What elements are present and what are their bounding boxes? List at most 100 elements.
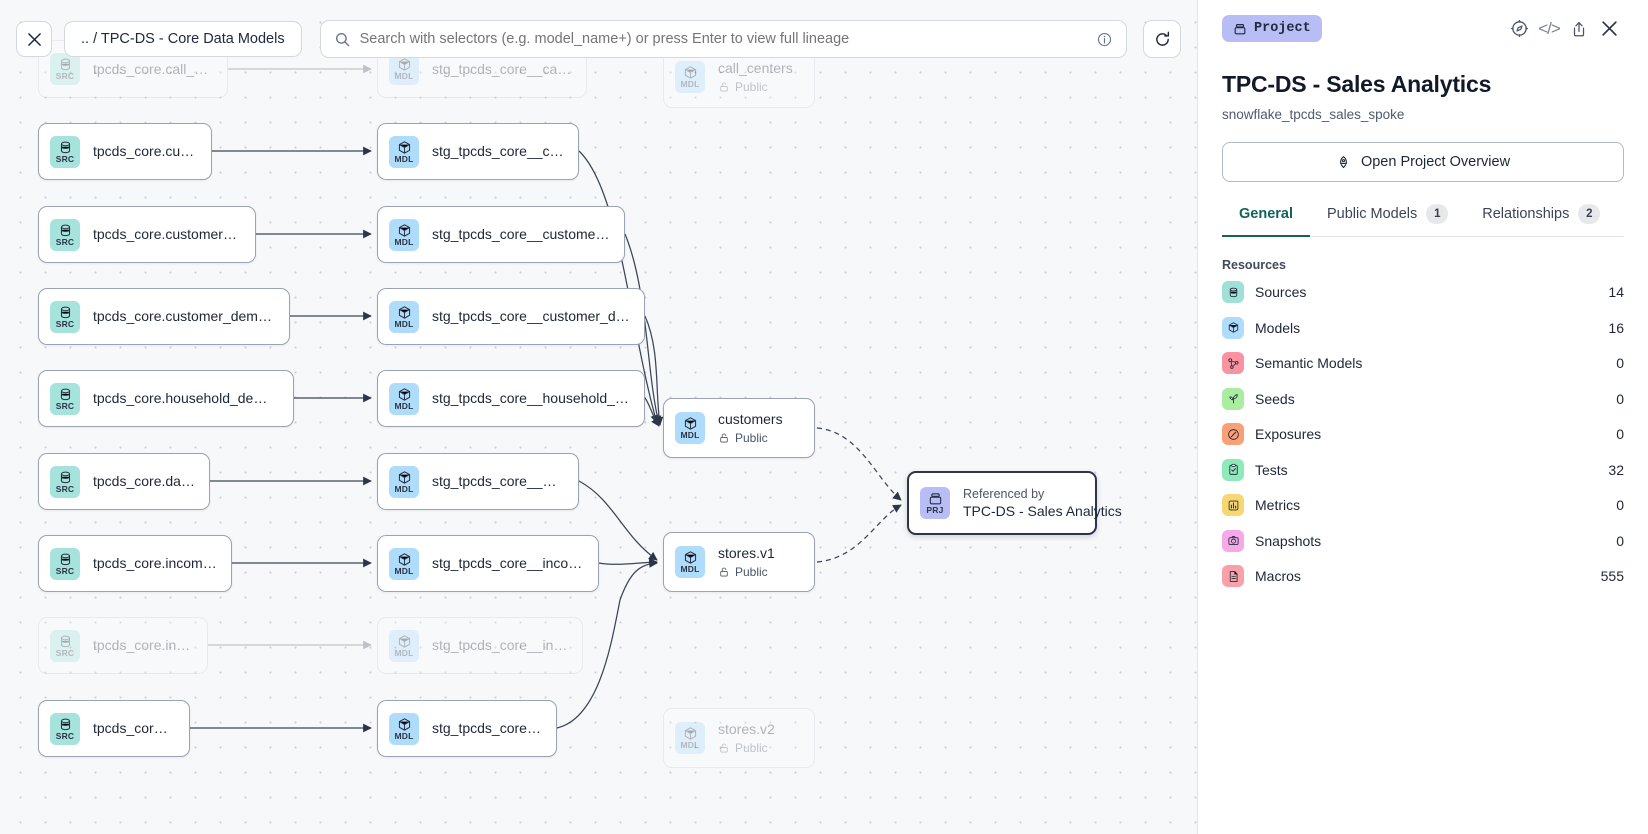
lineage-canvas[interactable]: SRCtpcds_core.call_centerSRCtpcds_core.c…	[0, 0, 1197, 834]
search-field[interactable]	[319, 20, 1127, 58]
resource-label: Models	[1255, 319, 1301, 336]
node-access: Public	[718, 431, 783, 445]
rocket-icon	[1340, 155, 1347, 168]
search-input[interactable]	[359, 31, 1087, 47]
node-label: stores.v1	[718, 545, 775, 561]
node-access-label: Public	[735, 80, 768, 94]
mdl-badge-icon: MDL	[675, 412, 705, 444]
camera-icon	[1222, 529, 1244, 552]
cube-icon	[1222, 316, 1244, 339]
close-panel-button[interactable]	[1594, 14, 1624, 44]
panel-header: Project </>	[1222, 0, 1624, 57]
src-badge-icon: SRC	[50, 135, 80, 168]
node-label: tpcds_core.inventory	[93, 637, 193, 653]
graph-node-src_store[interactable]: SRC tpcds_core.store	[38, 700, 190, 757]
graph-node-mdl_cust_demo[interactable]: MDL stg_tpcds_core__customer_demogra…	[377, 288, 645, 345]
page-subtitle: snowflake_tpcds_sales_spoke	[1222, 107, 1405, 122]
node-label: tpcds_core.call_center	[93, 60, 213, 77]
node-label: stg_tpcds_core__store	[432, 720, 542, 736]
details-panel: Project </>	[1197, 0, 1648, 834]
database-icon	[1222, 281, 1244, 304]
mdl-badge-icon: MDL	[675, 722, 705, 754]
close-lineage-button[interactable]	[16, 21, 52, 57]
node-label: tpcds_core.store	[93, 720, 175, 736]
chip-label: Project	[1254, 21, 1311, 36]
project-icon	[1234, 23, 1246, 34]
code-icon[interactable]: </>	[1538, 18, 1561, 38]
lineage-compass-icon[interactable]	[1504, 14, 1534, 44]
resource-label: Snapshots	[1255, 532, 1322, 549]
clipboard-check-icon	[1222, 458, 1244, 481]
resource-row-snapshots[interactable]: Snapshots 0	[1222, 526, 1624, 557]
resource-label: Exposures	[1255, 426, 1322, 443]
graph-node-mdl_hh_demo[interactable]: MDLstg_tpcds_core__household_demogr…	[377, 370, 645, 427]
breadcrumb[interactable]: .. / TPC-DS - Core Data Models	[64, 21, 302, 57]
lock-icon	[718, 566, 730, 578]
node-access-label: Public	[735, 431, 768, 445]
document-icon	[1222, 565, 1244, 588]
refresh-button[interactable]	[1143, 20, 1181, 58]
sprout-icon	[1222, 387, 1244, 410]
mdl-badge-icon: MDL	[389, 629, 419, 662]
node-access: Public	[718, 565, 775, 579]
node-caption: Referenced by	[963, 486, 1045, 501]
refresh-icon	[1155, 31, 1169, 46]
resource-count: 0	[1616, 532, 1624, 549]
mdl-badge-icon: MDL	[389, 465, 419, 498]
close-icon	[1601, 21, 1617, 36]
search-icon	[335, 32, 349, 46]
src-badge-icon: SRC	[50, 300, 80, 333]
node-label: TPC-DS - Sales Analytics	[963, 502, 1122, 519]
graph-node-src_cust_demo[interactable]: SRC tpcds_core.customer_demographics	[38, 288, 290, 345]
node-label: stg_tpcds_core__household_demogr…	[432, 390, 630, 406]
share-icon[interactable]	[1564, 14, 1594, 44]
resource-count: 0	[1616, 355, 1624, 372]
node-label: call_centers	[718, 60, 793, 76]
node-label: stg_tpcds_core__customer_address	[432, 226, 610, 242]
resource-count: 0	[1616, 497, 1624, 514]
mdl-badge-icon: MDL	[389, 547, 419, 580]
graph-nodes-icon	[1222, 352, 1244, 375]
resource-type-chip: Project	[1222, 15, 1322, 42]
node-label: stg_tpcds_core__call_center	[432, 60, 572, 77]
node-access: Public	[718, 80, 793, 94]
info-circle-icon[interactable]	[1097, 32, 1112, 47]
node-label: tpcds_core.customer_demographics	[93, 308, 275, 324]
node-label: stg_tpcds_core__customer_demogra…	[432, 308, 630, 324]
tab-general[interactable]: General	[1222, 204, 1310, 237]
src-badge-icon: SRC	[50, 712, 80, 745]
mdl-badge-icon: MDL	[389, 300, 419, 333]
open-project-overview-button[interactable]: Open Project Overview	[1222, 142, 1624, 182]
